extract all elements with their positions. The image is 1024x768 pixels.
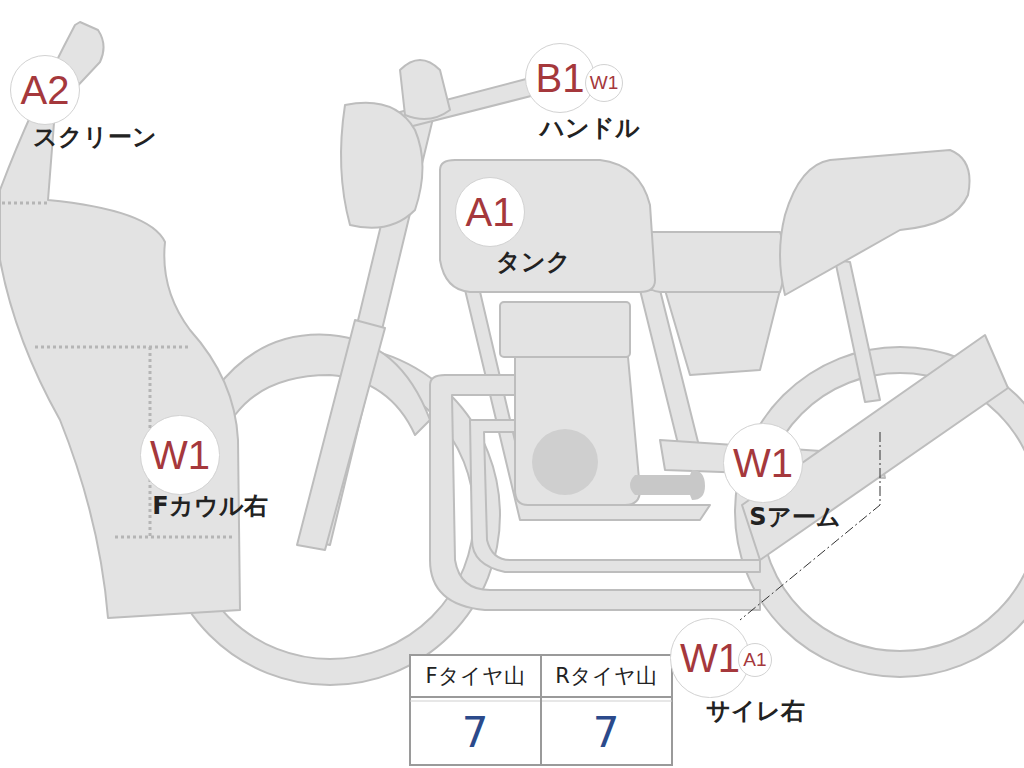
fuel-tank — [440, 160, 655, 292]
part-name: Sアーム — [749, 504, 840, 530]
engine-cover — [532, 429, 598, 495]
table-header: Rタイヤ山 — [555, 665, 657, 688]
tyre-tread-value: 7 — [593, 710, 620, 756]
rear-strut — [835, 260, 880, 402]
part-name: Fカウル右 — [152, 493, 267, 519]
side-cover — [665, 290, 780, 375]
damage-code-circle: W1 — [140, 415, 219, 494]
part-name: スクリーン — [33, 124, 157, 150]
damage-code: A1 — [743, 650, 766, 669]
damage-code: W1 — [150, 435, 210, 475]
headlight — [341, 103, 423, 228]
front-cowl — [0, 22, 240, 618]
damage-code: B1 — [536, 58, 585, 98]
part-name: タンク — [496, 249, 571, 275]
damage-code-small: W1 — [585, 64, 623, 102]
tyre-table — [410, 655, 672, 765]
tail-seat — [780, 150, 970, 295]
damage-code-circle: W1 — [723, 423, 802, 502]
damage-code-circle: A2 — [10, 55, 80, 125]
table-header: Fタイヤ山 — [425, 665, 524, 688]
engine-head — [500, 302, 630, 357]
tyre-tread-value: 7 — [462, 710, 489, 756]
damage-code: W1 — [680, 638, 740, 678]
part-name: サイレ右 — [706, 698, 805, 724]
damage-code: A2 — [21, 70, 70, 110]
damage-code: W1 — [590, 73, 619, 92]
engine-block — [515, 357, 640, 505]
damage-code-circle: A1 — [455, 177, 525, 247]
damage-code: A1 — [466, 192, 515, 232]
damage-code-small: A1 — [738, 643, 772, 677]
part-name: ハンドル — [540, 115, 640, 141]
front-seat — [640, 232, 785, 292]
footpeg — [630, 470, 705, 500]
front-fender — [215, 335, 430, 435]
mirror — [400, 60, 450, 119]
fork-leg — [297, 320, 385, 550]
damage-code: W1 — [733, 443, 793, 483]
